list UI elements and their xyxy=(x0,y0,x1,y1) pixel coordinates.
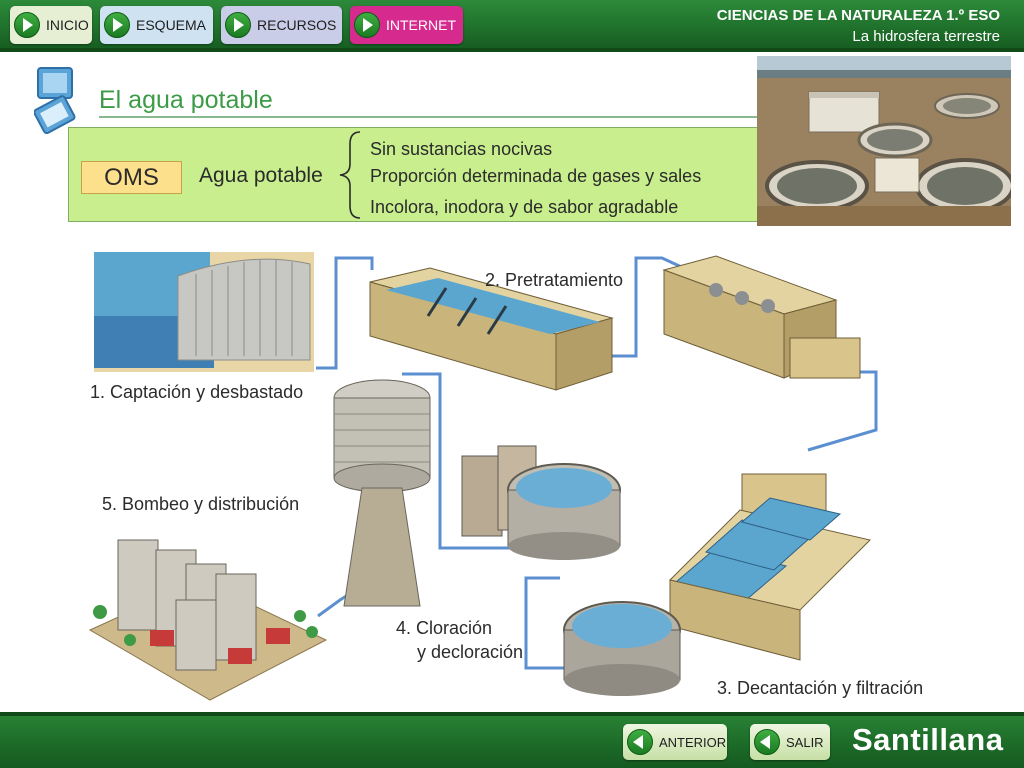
chlorination-tanks xyxy=(461,445,621,560)
header-divider xyxy=(0,48,1024,52)
round-tank xyxy=(563,601,681,696)
nav-button-label: ESQUEMA xyxy=(136,17,207,33)
play-icon xyxy=(104,12,130,38)
title-underline xyxy=(99,116,757,118)
treatment-plant-photo xyxy=(757,56,1011,226)
flocculation-tank xyxy=(662,255,861,379)
step-label: 1. Captación y desbastado xyxy=(90,382,304,402)
step-label: 3. Decantación y filtración xyxy=(717,678,924,698)
subject-title: CIENCIAS DE LA NATURALEZA 1.º ESO xyxy=(716,7,1000,24)
nav-button-inicio[interactable]: INICIO xyxy=(10,6,92,44)
oms-badge: OMS xyxy=(81,161,182,194)
play-icon xyxy=(354,12,380,38)
water-tower xyxy=(333,379,431,607)
step-label: 4. Cloración xyxy=(396,618,493,638)
back-arrow-icon xyxy=(627,729,653,755)
pretreatment-basin xyxy=(369,267,614,391)
previous-button-label: ANTERIOR xyxy=(659,734,727,750)
definition-panel xyxy=(68,127,758,222)
previous-button[interactable]: ANTERIOR xyxy=(623,724,727,760)
property-item: Incolora, inodora y de sabor agradable xyxy=(370,197,679,217)
curly-brace-icon xyxy=(339,131,361,219)
city-illustration xyxy=(88,539,328,701)
footer-bar xyxy=(0,712,1024,768)
monitor-icon xyxy=(34,67,76,134)
property-item: Sin sustancias nocivas xyxy=(370,139,553,159)
nav-button-label: INTERNET xyxy=(386,17,456,33)
nav-button-label: RECURSOS xyxy=(257,17,337,33)
nav-button-recursos[interactable]: RECURSOS xyxy=(221,6,342,44)
property-item: Proporción determinada de gases y sales xyxy=(370,166,702,186)
back-arrow-icon xyxy=(754,729,780,755)
play-icon xyxy=(14,12,40,38)
pipe-lines xyxy=(316,256,878,670)
nav-button-esquema[interactable]: ESQUEMA xyxy=(100,6,213,44)
unit-title: La hidrosfera terrestre xyxy=(852,28,1000,45)
step-label: 2. Pretratamiento xyxy=(485,270,624,290)
exit-button-label: SALIR xyxy=(786,734,824,750)
page-title: El agua potable xyxy=(99,86,273,114)
play-icon xyxy=(225,12,251,38)
footer-divider xyxy=(0,712,1024,716)
nav-button-label: INICIO xyxy=(46,17,89,33)
step-label: y decloración xyxy=(417,642,524,662)
definition-term: Agua potable xyxy=(199,164,323,187)
nav-button-internet[interactable]: INTERNET xyxy=(350,6,463,44)
exit-button[interactable]: SALIR xyxy=(750,724,830,760)
step-label: 5. Bombeo y distribución xyxy=(102,494,300,514)
brand-logo: Santillana xyxy=(852,722,1004,757)
decantation-basins xyxy=(669,473,871,661)
dam-illustration xyxy=(94,252,314,372)
